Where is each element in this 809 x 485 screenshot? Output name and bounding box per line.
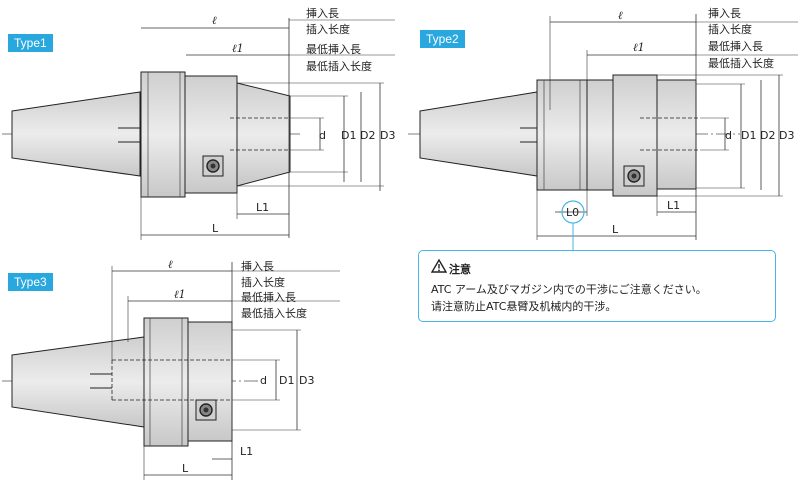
type1-D2-label: D2 bbox=[360, 129, 375, 142]
type2-D1-label: D1 bbox=[741, 129, 756, 142]
type3-l-jp: 挿入長 bbox=[241, 259, 274, 273]
type1-L1-label: L1 bbox=[256, 201, 269, 214]
caution-text-jp: ATC アーム及びマガジン内での干渉にご注意ください。 bbox=[431, 283, 707, 296]
type2-L0-label: L0 bbox=[566, 206, 579, 219]
type1-D1-label: D1 bbox=[341, 129, 356, 142]
type2-l-label: ℓ bbox=[618, 9, 623, 22]
type2-D2-label: D2 bbox=[760, 129, 775, 142]
type2-tag: Type2 bbox=[420, 30, 465, 48]
type2-l-jp: 挿入長 bbox=[708, 6, 741, 20]
type1-drawing: ℓ ℓ1 挿入長 插入长度 最低挿入長 最低插入长度 d D1 D2 D3 L1… bbox=[2, 6, 395, 240]
caution-text-cn: 请注意防止ATC悬臂及机械内的干涉。 bbox=[431, 300, 617, 313]
type3-D3-label: D3 bbox=[299, 374, 314, 387]
type2-D3-label: D3 bbox=[779, 129, 794, 142]
type2-L1-label: L1 bbox=[667, 199, 680, 212]
type3-D1-label: D1 bbox=[279, 374, 294, 387]
type3-L1-label: L1 bbox=[240, 445, 253, 458]
type1-l-cn: 插入长度 bbox=[306, 22, 350, 36]
type1-l-jp: 挿入長 bbox=[306, 6, 339, 20]
type2-l1-label: ℓ1 bbox=[633, 41, 645, 54]
warning-icon bbox=[431, 259, 447, 273]
type2-drawing: ℓ ℓ1 挿入長 插入长度 最低挿入長 最低插入长度 d D1 D2 D3 L1… bbox=[408, 6, 798, 250]
type1-l1-cn: 最低插入长度 bbox=[306, 59, 372, 73]
type3-drawing: ℓ ℓ1 挿入長 插入长度 最低挿入長 最低插入长度 d D1 D3 L1 L bbox=[2, 258, 340, 480]
type3-l-cn: 插入长度 bbox=[241, 275, 285, 289]
caution-box: 注意 ATC アーム及びマガジン内での干渉にご注意ください。 请注意防止ATC悬… bbox=[418, 250, 776, 322]
type3-L-label: L bbox=[182, 462, 189, 475]
type3-l1-jp: 最低挿入長 bbox=[241, 290, 296, 304]
type1-L-label: L bbox=[212, 222, 219, 235]
type3-tag: Type3 bbox=[8, 273, 53, 291]
type1-tag: Type1 bbox=[8, 34, 53, 52]
type1-d-label: d bbox=[319, 129, 326, 142]
type1-l1-label: ℓ1 bbox=[232, 42, 244, 55]
type2-l1-cn: 最低插入长度 bbox=[708, 56, 774, 70]
type3-l1-cn: 最低插入长度 bbox=[241, 306, 307, 320]
type2-L-label: L bbox=[612, 223, 619, 236]
type3-l1-label: ℓ1 bbox=[174, 288, 186, 301]
type2-l1-jp: 最低挿入長 bbox=[708, 39, 763, 53]
type1-D3-label: D3 bbox=[380, 129, 395, 142]
type3-l-label: ℓ bbox=[168, 258, 173, 271]
type2-l-cn: 插入长度 bbox=[708, 22, 752, 36]
type1-l1-jp: 最低挿入長 bbox=[306, 42, 361, 56]
type2-d-label: d bbox=[725, 129, 732, 142]
type1-l-label: ℓ bbox=[212, 14, 217, 27]
type3-d-label: d bbox=[260, 374, 267, 387]
caution-title: 注意 bbox=[449, 263, 471, 276]
